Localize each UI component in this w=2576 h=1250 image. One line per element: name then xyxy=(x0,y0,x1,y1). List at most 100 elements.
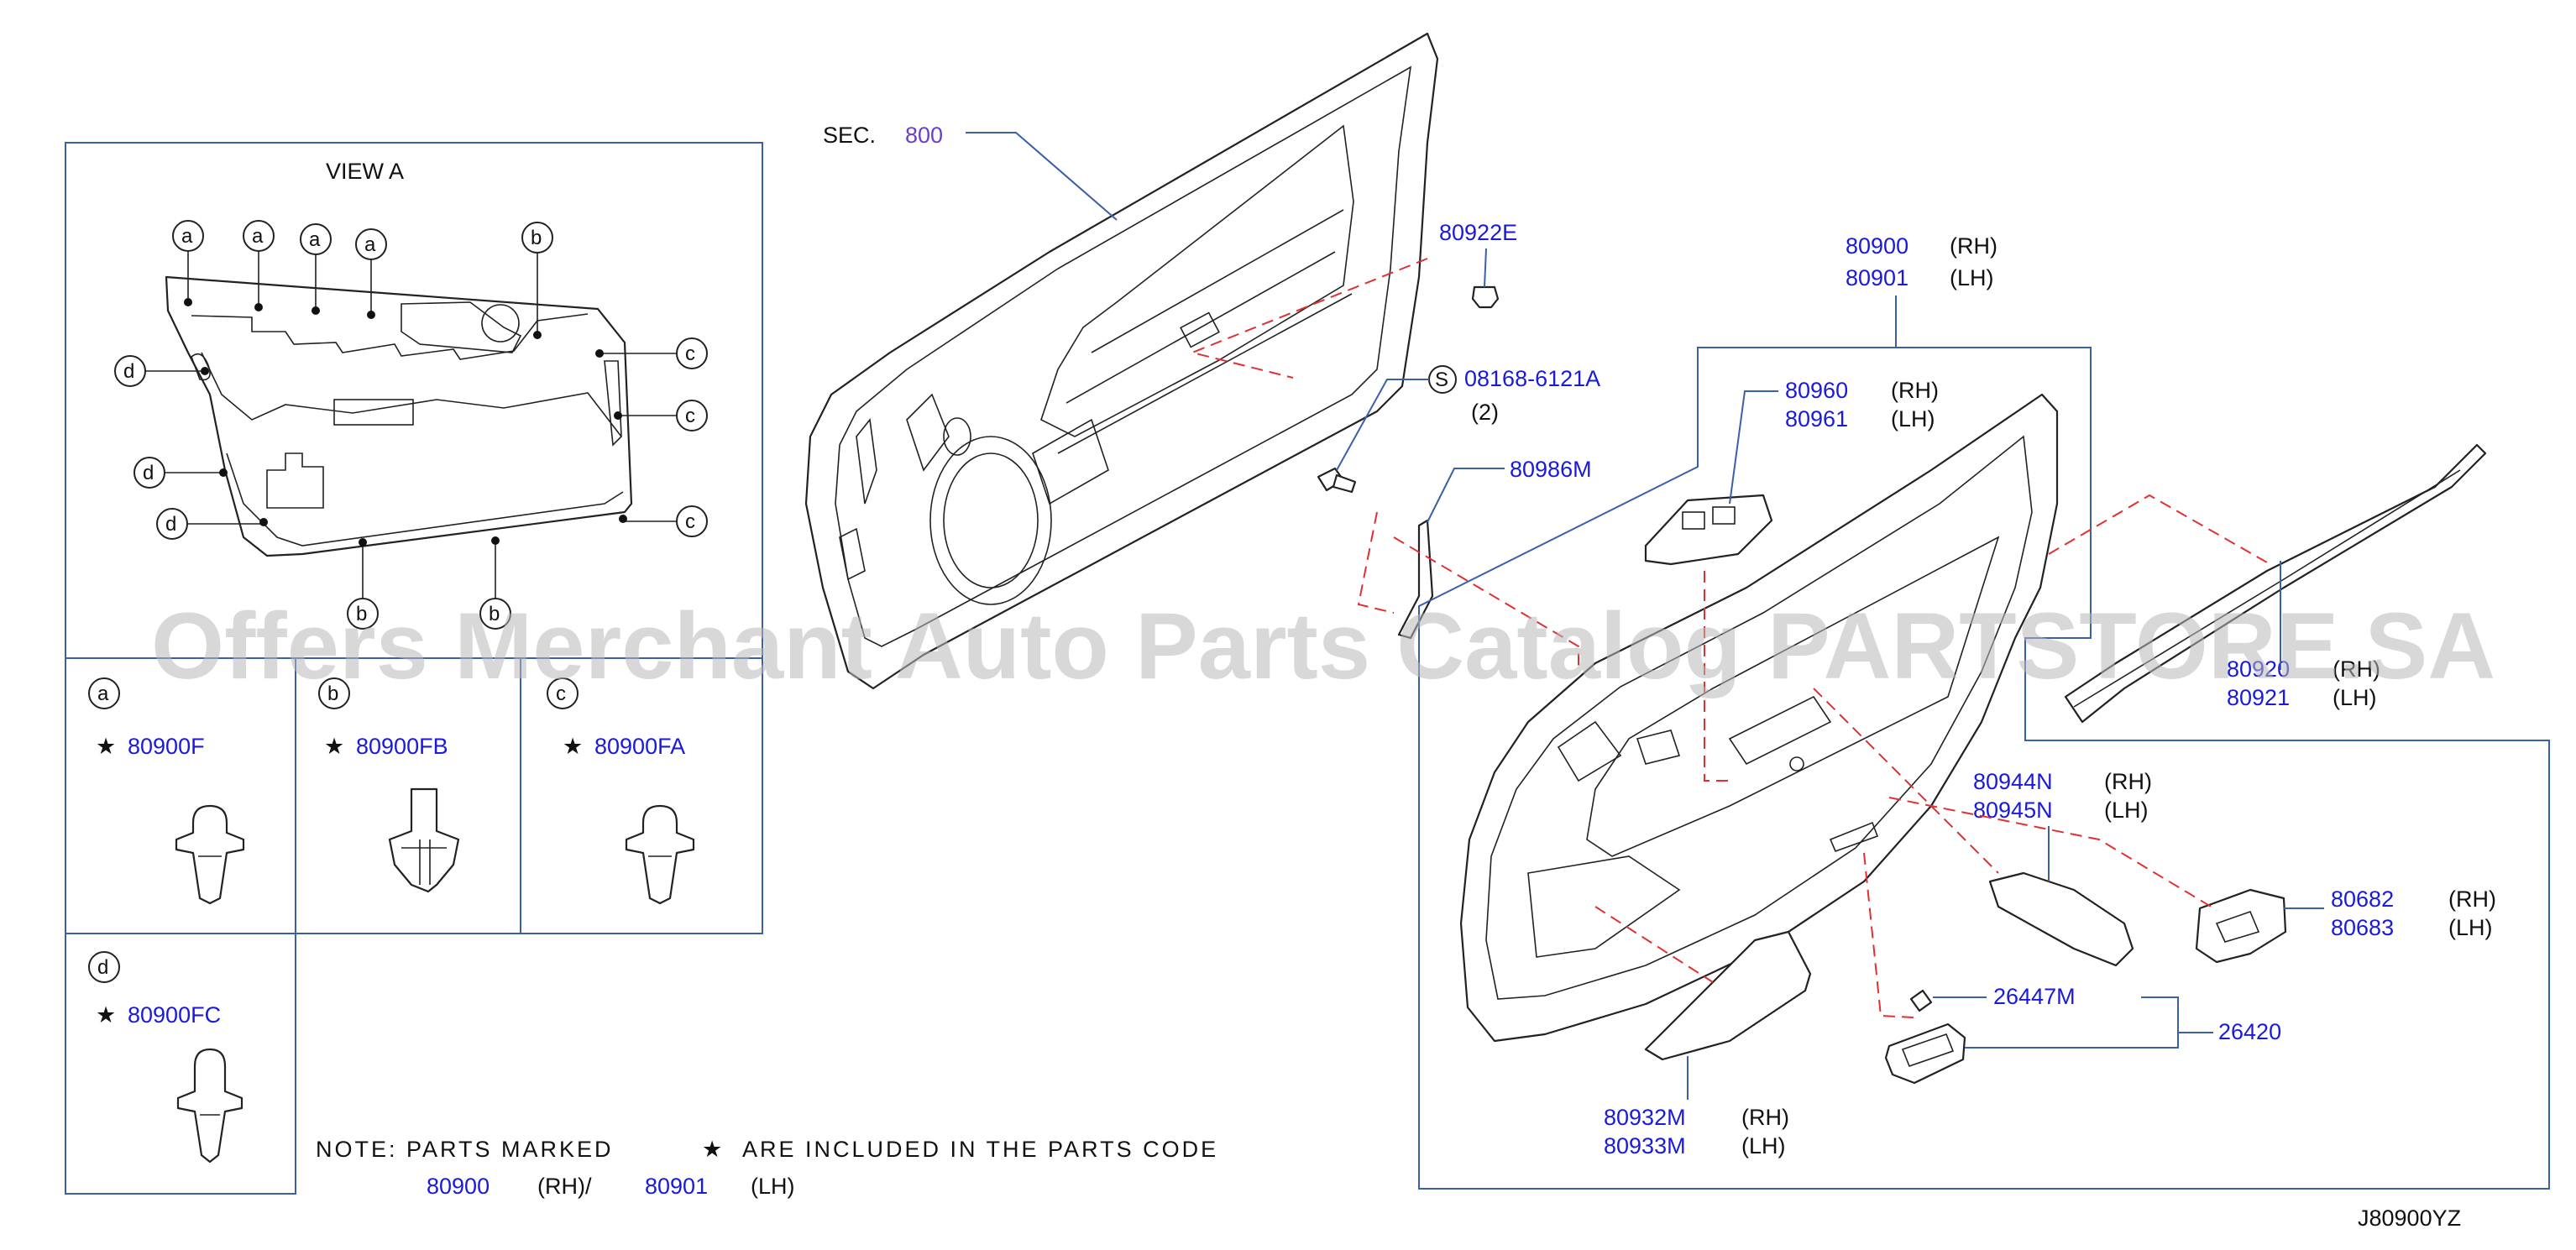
svg-text:a: a xyxy=(97,683,109,705)
callout-c3: c xyxy=(619,505,708,537)
svg-text:c: c xyxy=(685,343,695,365)
svg-text:d: d xyxy=(123,360,134,383)
svg-text:d: d xyxy=(97,956,108,979)
svg-text:b: b xyxy=(327,683,338,705)
part-number-80961[interactable]: 80961 xyxy=(1785,406,1848,431)
part-number-08168-6121A[interactable]: 08168-6121A xyxy=(1464,366,1600,391)
part-number-26420[interactable]: 26420 xyxy=(2218,1019,2281,1044)
svg-text:a: a xyxy=(309,228,321,251)
svg-text:★: ★ xyxy=(324,734,344,759)
callout-d1: d xyxy=(114,355,209,387)
clip-80900F-icon xyxy=(175,804,245,905)
view-a-door-panel xyxy=(165,275,633,557)
svg-text:★: ★ xyxy=(563,734,583,759)
svg-text:b: b xyxy=(489,603,500,625)
part-number-26447M[interactable]: 26447M xyxy=(1993,984,2076,1009)
part-number-80682[interactable]: 80682 xyxy=(2331,887,2394,912)
note-code-rh[interactable]: 80900 xyxy=(427,1174,490,1199)
part-number-80683[interactable]: 80683 xyxy=(2331,915,2394,940)
svg-text:(LH): (LH) xyxy=(1950,265,1994,290)
svg-text:(LH): (LH) xyxy=(2333,685,2377,710)
clip-d-cell: d ★ 80900FC xyxy=(88,951,243,1164)
note-code-lh[interactable]: 80901 xyxy=(645,1174,708,1199)
svg-text:(LH): (LH) xyxy=(1741,1133,1786,1158)
svg-text:(LH): (LH) xyxy=(2448,915,2493,940)
part-number-80900[interactable]: 80900 xyxy=(1846,233,1908,259)
svg-text:(RH): (RH) xyxy=(2448,887,2496,912)
svg-text:c: c xyxy=(685,510,695,533)
door-inner-shell xyxy=(804,32,1439,690)
part-number-80920[interactable]: 80920 xyxy=(2227,656,2290,682)
svg-text:d: d xyxy=(143,462,154,484)
svg-text:(RH): (RH) xyxy=(1741,1105,1789,1130)
part-number-80900FC[interactable]: 80900FC xyxy=(128,1002,221,1028)
svg-text:(LH): (LH) xyxy=(2104,798,2149,823)
clip-a-cell: a ★ 80900F xyxy=(88,677,245,905)
svg-text:(RH): (RH) xyxy=(2104,769,2152,794)
trim-assembly-label: 80900 (RH) 80901 (LH) xyxy=(1418,233,2550,1190)
view-a-panel: VIEW A a a a a b xyxy=(65,142,763,1195)
part-number-80944N[interactable]: 80944N xyxy=(1973,769,2053,794)
switch-80960: 80960 (RH) 80961 (LH) xyxy=(1644,378,1939,782)
part-number-80901[interactable]: 80901 xyxy=(1846,265,1908,290)
callout-a1: a xyxy=(172,220,204,306)
watermark: Offers Merchant Auto Parts Catalog PARTS… xyxy=(151,594,2495,698)
grommet-80922E: 80922E xyxy=(1189,220,1517,379)
part-number-80986M[interactable]: 80986M xyxy=(1510,457,1592,482)
clip-80900FC-icon xyxy=(176,1048,243,1164)
svg-text:c: c xyxy=(556,683,566,705)
svg-text:★: ★ xyxy=(96,1002,116,1028)
svg-text:(2): (2) xyxy=(1471,400,1499,425)
svg-text:(RH): (RH) xyxy=(1891,378,1939,403)
inside-handle-80682: 80682 (RH) 80683 (LH) xyxy=(1888,797,2496,964)
part-number-80945N[interactable]: 80945N xyxy=(1973,798,2053,823)
callout-b-top: b xyxy=(521,222,553,339)
svg-text:(RH): (RH) xyxy=(1950,233,1997,259)
diagram-code: J80900YZ xyxy=(2358,1206,2461,1231)
callout-a4: a xyxy=(355,228,387,319)
part-number-80922E[interactable]: 80922E xyxy=(1439,220,1517,245)
part-number-80960[interactable]: 80960 xyxy=(1785,378,1848,403)
callout-b-bottom2: b xyxy=(479,536,511,630)
weatherstrip-80920: 80920 (RH) 80921 (LH) xyxy=(2048,443,2487,724)
svg-text:★: ★ xyxy=(702,1137,722,1162)
part-number-80900FA[interactable]: 80900FA xyxy=(594,734,685,759)
part-number-80900F[interactable]: 80900F xyxy=(128,734,205,759)
callout-d3: d xyxy=(156,508,268,540)
svg-text:(LH): (LH) xyxy=(751,1174,795,1199)
svg-text:SEC.: SEC. xyxy=(823,123,876,148)
svg-text:b: b xyxy=(531,227,542,249)
clip-80900FA-icon xyxy=(625,804,695,905)
svg-text:a: a xyxy=(252,225,264,248)
view-a-title: VIEW A xyxy=(326,159,404,184)
svg-text:c: c xyxy=(685,405,695,427)
note-line1b: ARE INCLUDED IN THE PARTS CODE xyxy=(742,1137,1218,1162)
svg-text:a: a xyxy=(364,233,376,256)
bracket-80986M: 80986M xyxy=(1393,457,1592,672)
callout-b-bottom1: b xyxy=(347,538,379,630)
section-label: SEC. 800 xyxy=(823,123,1118,221)
svg-text:a: a xyxy=(181,225,193,248)
screw-08168-6121A: S 08168-6121A (2) xyxy=(1317,365,1600,614)
armrest-80944N: 80944N (RH) 80945N (LH) xyxy=(1813,688,2152,967)
part-number-80932M[interactable]: 80932M xyxy=(1604,1105,1686,1130)
clip-80900FB-icon xyxy=(388,787,460,893)
svg-text:(RH)/: (RH)/ xyxy=(537,1174,592,1199)
svg-text:(RH): (RH) xyxy=(2333,656,2380,682)
pocket-80932M: 80932M (RH) 80933M (LH) xyxy=(1594,906,1812,1158)
callout-c1: c xyxy=(595,337,708,369)
callout-c2: c xyxy=(614,400,708,431)
clip-c-cell: c ★ 80900FA xyxy=(547,677,695,905)
part-number-80933M[interactable]: 80933M xyxy=(1604,1133,1686,1158)
part-number-80900FB[interactable]: 80900FB xyxy=(356,734,448,759)
clip-b-cell: b ★ 80900FB xyxy=(318,677,460,893)
svg-text:d: d xyxy=(165,513,176,536)
part-number-80921[interactable]: 80921 xyxy=(2227,685,2290,710)
callout-d2: d xyxy=(134,457,228,489)
callout-a3: a xyxy=(300,223,332,315)
note-block: NOTE: PARTS MARKED ★ ARE INCLUDED IN THE… xyxy=(316,1137,1218,1199)
section-code[interactable]: 800 xyxy=(905,123,943,148)
note-line1: NOTE: PARTS MARKED xyxy=(316,1137,614,1162)
